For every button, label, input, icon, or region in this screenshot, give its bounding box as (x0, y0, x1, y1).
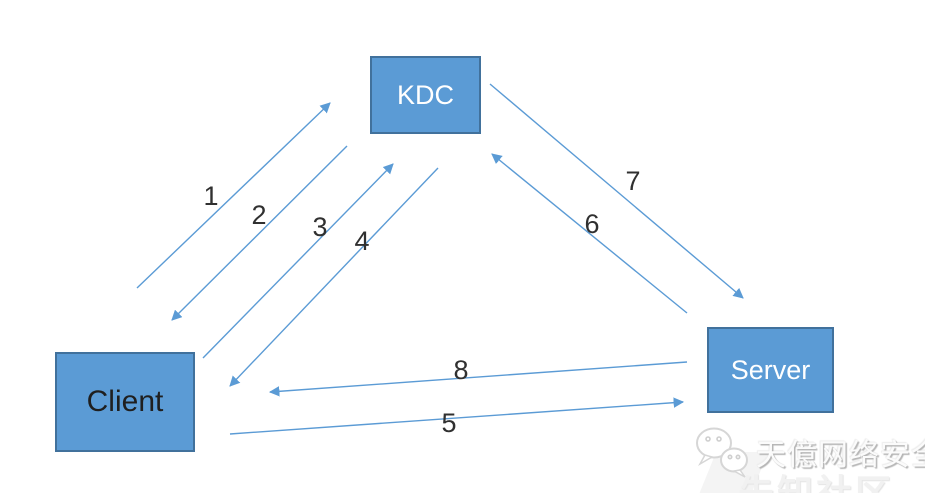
node-kdc-label: KDC (396, 79, 454, 110)
arrow-1 (136, 102, 331, 289)
node-server-label: Server (730, 354, 811, 385)
arrow-label-1: 1 (203, 181, 218, 211)
arrow-4 (229, 167, 439, 387)
arrow-label-3: 3 (312, 212, 327, 242)
node-kdc: KDC (370, 56, 481, 134)
arrow-8 (268, 361, 688, 397)
brand-watermark: 天億网络安全 (691, 423, 925, 481)
arrow-label-7: 7 (625, 166, 640, 196)
arrow-label-5: 5 (441, 408, 456, 438)
arrow-5 (229, 397, 685, 435)
arrow-label-6: 6 (584, 209, 599, 239)
arrow-7 (489, 83, 744, 299)
arrow-label-2: 2 (251, 200, 266, 230)
arrow-3 (202, 163, 394, 359)
arrow-2 (171, 145, 348, 321)
brand-watermark-text: 天億网络安全 (756, 439, 925, 472)
wechat-icon (696, 427, 748, 478)
node-client: Client (55, 352, 195, 452)
community-watermark-text: 先知社区 (738, 472, 895, 493)
arrow-label-8: 8 (453, 355, 468, 385)
arrow-label-4: 4 (354, 226, 369, 256)
node-client-label: Client (86, 385, 164, 418)
node-server: Server (707, 327, 834, 413)
arrow-6 (491, 153, 688, 314)
